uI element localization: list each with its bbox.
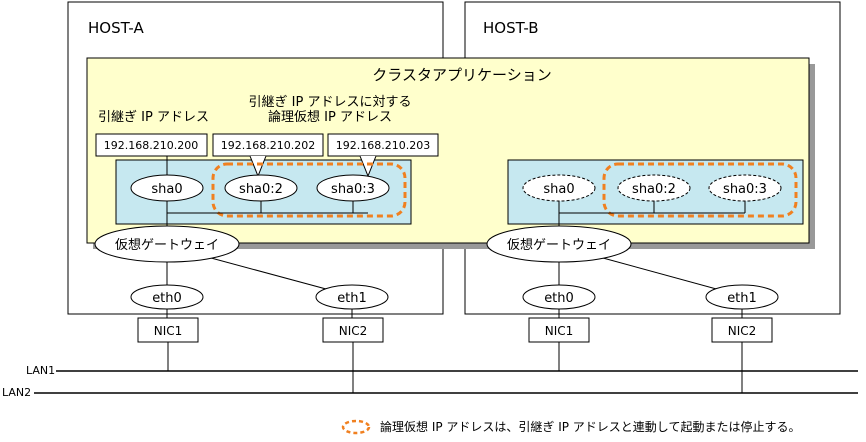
host-b-title: HOST-B (483, 19, 539, 37)
host-a-logical-ip-group (211, 162, 407, 218)
logical-ip-label-line2: 論理仮想 IP アドレス (268, 109, 392, 125)
legend-dashed-icon (341, 419, 371, 435)
host-b-sha02-label: sha0:2 (632, 182, 676, 197)
host-b-sha03-node (708, 174, 782, 202)
host-a-sha0-node (130, 174, 204, 202)
host-a-eth0-node (130, 284, 204, 310)
takeover-ip-label: 引継ぎ IP アドレス (98, 110, 209, 125)
cluster-app-title: クラスタアプリケーション (372, 66, 551, 84)
host-b-gateway-label: 仮想ゲートウェイ (507, 237, 611, 253)
host-b-logical-ip-group (602, 162, 798, 218)
logical-ip-label-line1: 引継ぎ IP アドレスに対する (249, 95, 412, 110)
host-a-sha03-node (316, 174, 390, 202)
host-a-title: HOST-A (88, 19, 144, 37)
host-a-gateway-label: 仮想ゲートウェイ (115, 237, 219, 253)
lan2-label: LAN2 (2, 386, 31, 399)
host-a-eth1-label: eth1 (337, 291, 367, 306)
host-a-eth1-node (315, 284, 389, 310)
ip-text-200: 192.168.210.200 (104, 139, 198, 152)
ip-box-202 (212, 133, 324, 157)
ip-text-202: 192.168.210.202 (221, 139, 315, 152)
host-a-nic1-label: NIC1 (154, 324, 183, 338)
host-b-eth0-node (522, 284, 596, 310)
host-a-nic2-label: NIC2 (339, 324, 368, 338)
host-a-sha02-label: sha0:2 (239, 182, 283, 197)
host-b-nic1-label: NIC1 (545, 324, 574, 338)
host-b-sha0-node (522, 174, 596, 202)
host-b-eth1-label: eth1 (727, 291, 757, 306)
lan1-label: LAN1 (26, 364, 55, 377)
host-b-sha02-node (617, 174, 691, 202)
host-a-sha03-label: sha0:3 (331, 182, 375, 197)
ip-box-200 (95, 133, 208, 157)
host-b-eth0-label: eth0 (544, 291, 574, 306)
host-a-virtual-gateway (94, 225, 240, 263)
host-a-sha0-label: sha0 (151, 182, 182, 197)
host-b-eth1-node (705, 284, 779, 310)
host-b-nic1 (528, 317, 590, 343)
ip-text-203: 192.168.210.203 (336, 139, 430, 152)
host-b-virtual-gateway (486, 225, 632, 263)
host-a-sha02-node (224, 174, 298, 202)
host-b-sha03-label: sha0:3 (723, 182, 767, 197)
host-b-sha0-label: sha0 (543, 182, 574, 197)
host-a-eth0-label: eth0 (152, 291, 182, 306)
legend-text: 論理仮想 IP アドレスは、引継ぎ IP アドレスと連動して起動または停止する。 (380, 419, 800, 434)
host-b-nic2 (711, 317, 773, 343)
host-b-nic2-label: NIC2 (728, 324, 757, 338)
ip-box-203 (327, 133, 439, 157)
